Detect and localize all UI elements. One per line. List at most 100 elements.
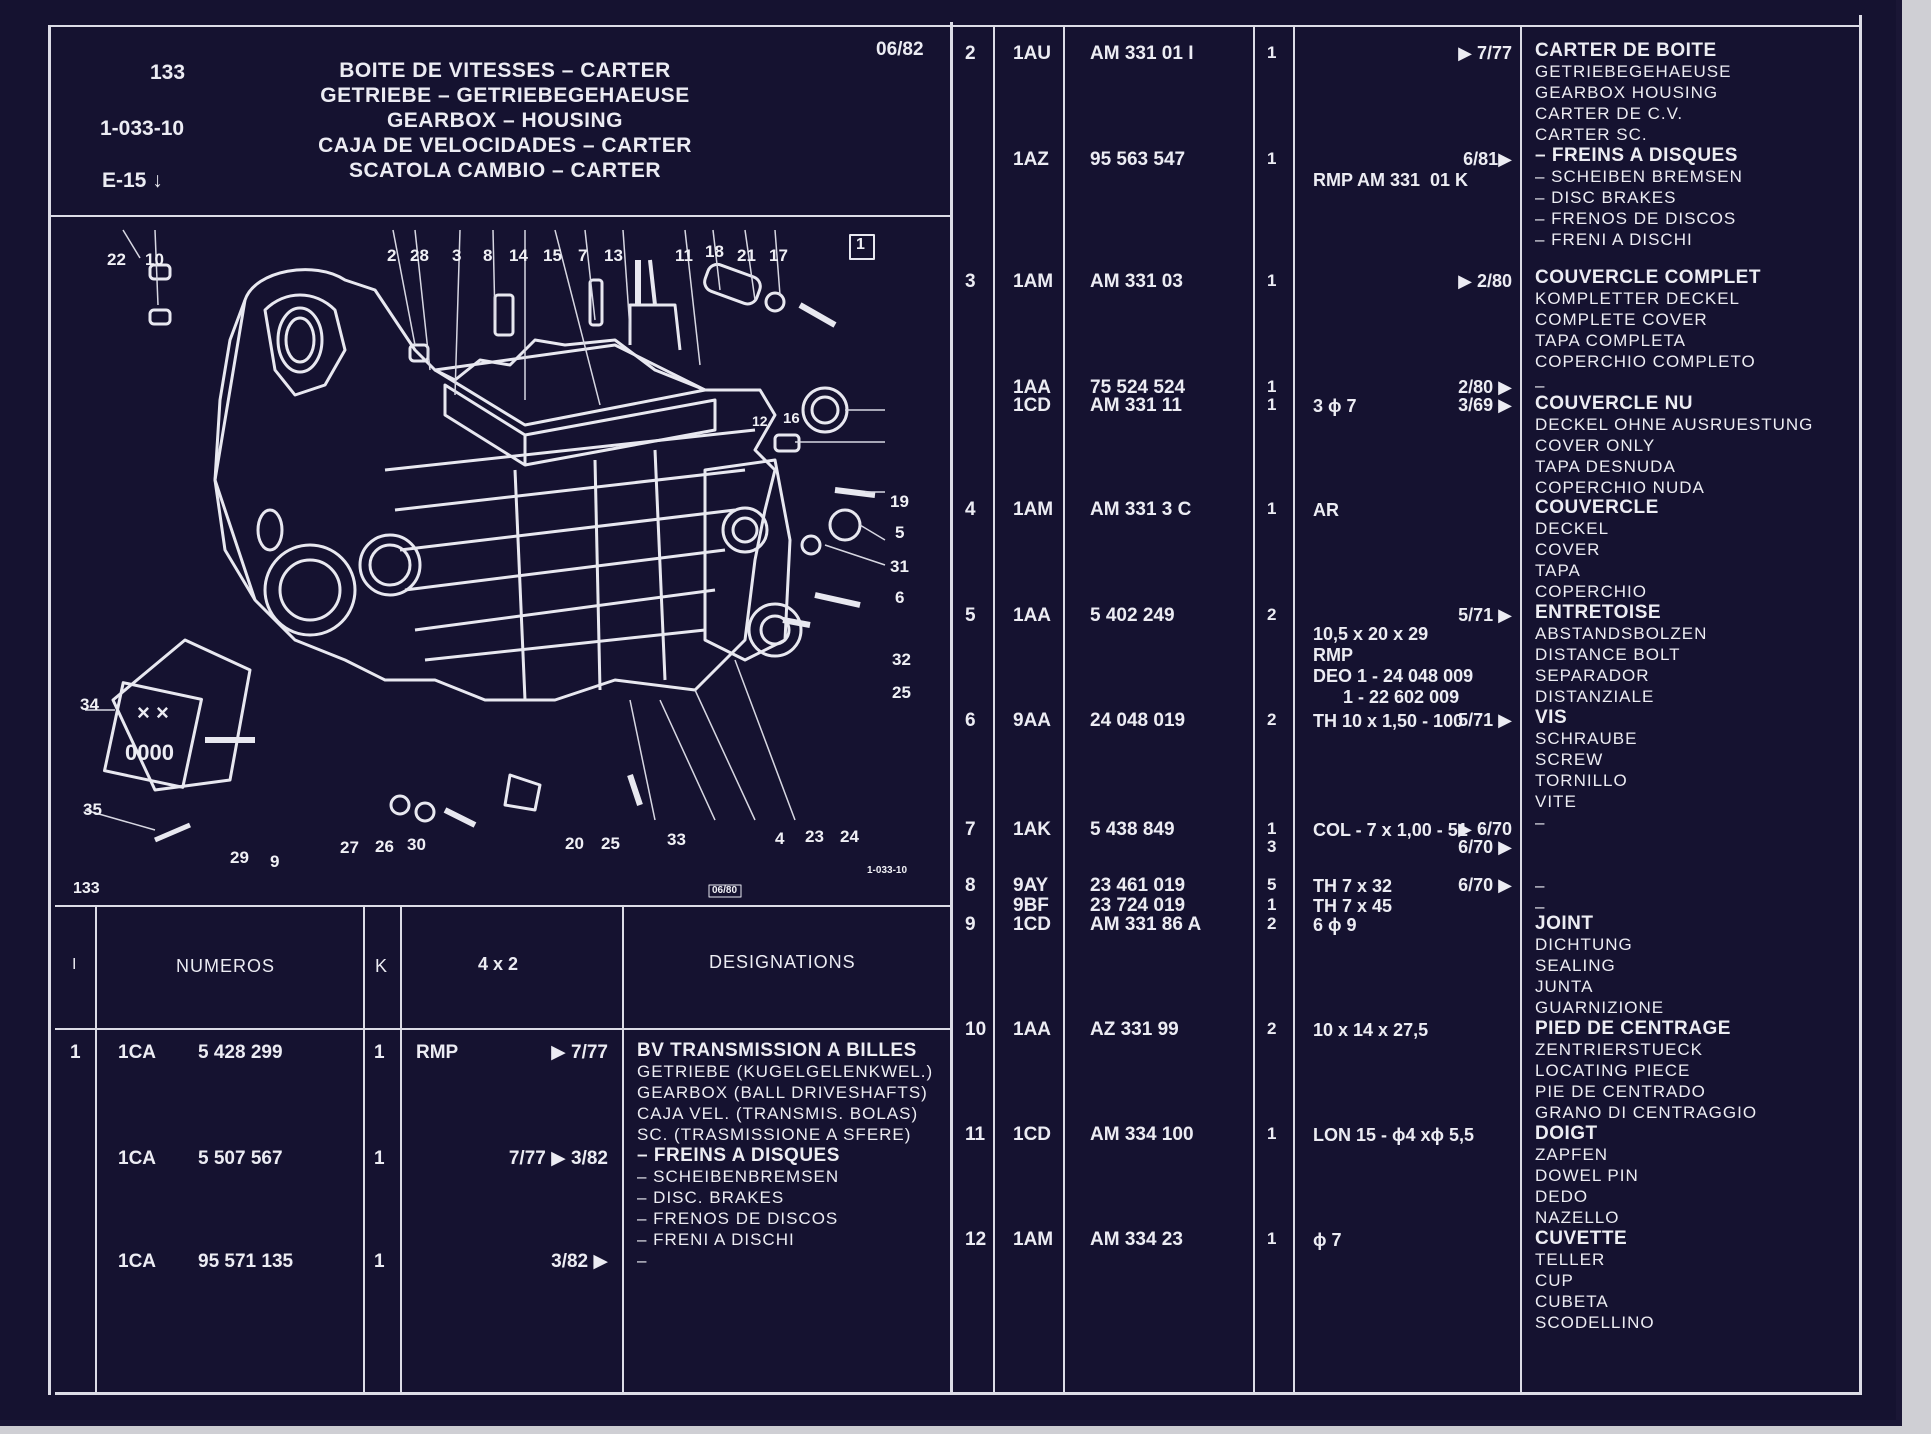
row-validity-date: 7/77 ▶ 3/82 — [508, 1148, 608, 1169]
designation-line: – — [637, 1251, 648, 1270]
designation-line: COVER ONLY — [1535, 436, 1656, 455]
col-divider — [1520, 25, 1522, 1393]
row-variant-code: 1CA — [118, 1042, 157, 1063]
callout-35: 35 — [83, 800, 102, 819]
row-variant-code: 1AK — [1013, 819, 1052, 840]
row-quantity: 5 — [1267, 875, 1277, 894]
callout-24: 24 — [840, 827, 859, 846]
callout-17: 17 — [769, 246, 788, 265]
row-part-number: 5 402 249 — [1090, 605, 1175, 626]
designation-line: GETRIEBE (KUGELGELENKWEL.) — [637, 1062, 934, 1081]
row-variant-code: 1AA — [1013, 605, 1052, 626]
row-quantity: 1 — [1267, 819, 1277, 838]
title-line: BOITE DE VITESSES – CARTER — [339, 59, 671, 82]
row-item-number: 11 — [965, 1124, 986, 1145]
callout-8: 8 — [483, 246, 493, 265]
designation-line: COPERCHIO — [1535, 582, 1647, 601]
row-remark: ϕ 7 — [1313, 1230, 1342, 1250]
row-remark: 3 ϕ 7 — [1313, 396, 1357, 416]
row-item-number: 5 — [965, 605, 976, 626]
title-line: GETRIEBE – GETRIEBEGEHAEUSE — [320, 84, 690, 107]
designation-line: – DISC BRAKES — [1535, 188, 1677, 207]
designation-line: – — [1535, 876, 1546, 895]
row-part-number: AM 334 100 — [1090, 1124, 1194, 1145]
designation-line: – SCHEIBENBREMSEN — [637, 1167, 840, 1186]
row-validity-date: 3/69 ▶ — [1458, 395, 1512, 415]
row-variant-code: 1AA — [1013, 1019, 1052, 1040]
designation-heading: – FREINS A DISQUES — [1535, 145, 1738, 166]
designation-heading: COUVERCLE — [1535, 497, 1659, 518]
designation-line: GETRIEBEGEHAEUSE — [1535, 62, 1732, 81]
designation-line: TAPA — [1535, 561, 1581, 580]
designation-line: DICHTUNG — [1535, 935, 1633, 954]
designation-line: – — [1535, 813, 1546, 832]
designation-line: – FREINS A DISQUES — [637, 1145, 840, 1166]
designation-line: TAPA DESNUDA — [1535, 457, 1676, 476]
designation-line: TAPA COMPLETA — [1535, 331, 1686, 350]
row-variant-code: 1AZ — [1013, 149, 1049, 170]
callout-30: 30 — [407, 835, 426, 854]
exploded-diagram: × × 0000 22 10 2 28 3 8 14 15 7 13 11 18… — [55, 220, 950, 902]
callout-15: 15 — [543, 246, 562, 265]
callout-29: 29 — [230, 848, 249, 867]
designation-line: CUBETA — [1535, 1292, 1609, 1311]
row-quantity: 1 — [1267, 377, 1277, 396]
callout-31: 31 — [890, 557, 909, 576]
header-divider — [50, 215, 951, 217]
designation-line: GEARBOX (BALL DRIVESHAFTS) — [637, 1083, 928, 1102]
designation-heading: VIS — [1535, 707, 1568, 728]
row-part-number: AM 331 3 C — [1090, 499, 1192, 520]
row-quantity: 1 — [1267, 271, 1277, 290]
row-remark: 10 x 14 x 27,5 — [1313, 1020, 1429, 1040]
row-remark: RMP — [416, 1042, 459, 1063]
designation-line: – — [1535, 897, 1546, 916]
column-header-designations: DESIGNATIONS — [709, 952, 856, 972]
designation-line: SCHRAUBE — [1535, 729, 1638, 748]
callout-16: 16 — [783, 410, 800, 427]
row-part-number: 23 461 019 — [1090, 875, 1186, 896]
row-item-number: 10 — [965, 1019, 987, 1040]
row-part-number: AM 331 11 — [1090, 395, 1182, 416]
row-variant-code: 1CD — [1013, 1124, 1052, 1145]
frame-right — [1859, 15, 1862, 1395]
row-quantity: 1 — [1267, 1229, 1277, 1248]
diagram-drawing-ref: 1-033-10 — [867, 865, 908, 876]
figure-box-label: 1 — [856, 236, 865, 253]
designation-line: TORNILLO — [1535, 771, 1628, 790]
designation-line: – FRENOS DE DISCOS — [637, 1209, 839, 1228]
callout-23: 23 — [805, 827, 824, 846]
callout-22: 22 — [107, 250, 126, 269]
row-validity-date: 2/80 ▶ — [1458, 377, 1512, 397]
designation-line: TELLER — [1535, 1250, 1606, 1269]
row-part-number: AM 331 01 I — [1090, 43, 1194, 64]
row-quantity: 3 — [1267, 837, 1277, 856]
row-variant-code: 1AM — [1013, 271, 1054, 292]
designation-heading: CARTER DE BOITE — [1535, 40, 1717, 61]
designation-line: – DISC. BRAKES — [637, 1188, 785, 1207]
designation-heading: COUVERCLE COMPLET — [1535, 267, 1761, 288]
callout-6: 6 — [895, 588, 905, 607]
row-part-number: 5 507 567 — [198, 1148, 283, 1169]
row-quantity: 1 — [374, 1148, 385, 1169]
col-divider — [1293, 25, 1295, 1393]
section-reference: E-15 ↓ — [102, 169, 163, 192]
gearbox-housing-drawing: × × 0000 — [84, 229, 886, 898]
parts-catalog-sheet: 133 1-033-10 E-15 ↓ 06/82 BOITE DE VITES… — [0, 0, 1902, 1426]
callout-14: 14 — [509, 246, 528, 265]
row-item-number: 9 — [965, 914, 976, 935]
designation-line: CUP — [1535, 1271, 1574, 1290]
designation-line: PIE DE CENTRADO — [1535, 1082, 1706, 1101]
column-header-item: I — [72, 956, 78, 973]
row-item-number: 8 — [965, 875, 976, 896]
row-quantity: 2 — [1267, 1019, 1277, 1038]
row-quantity: 1 — [1267, 395, 1277, 414]
designation-line: SEALING — [1535, 956, 1616, 975]
callout-18: 18 — [705, 242, 724, 261]
designation-heading: COUVERCLE NU — [1535, 393, 1694, 414]
title-line: SCATOLA CAMBIO – CARTER — [348, 159, 662, 182]
callout-12: 12 — [752, 413, 768, 429]
